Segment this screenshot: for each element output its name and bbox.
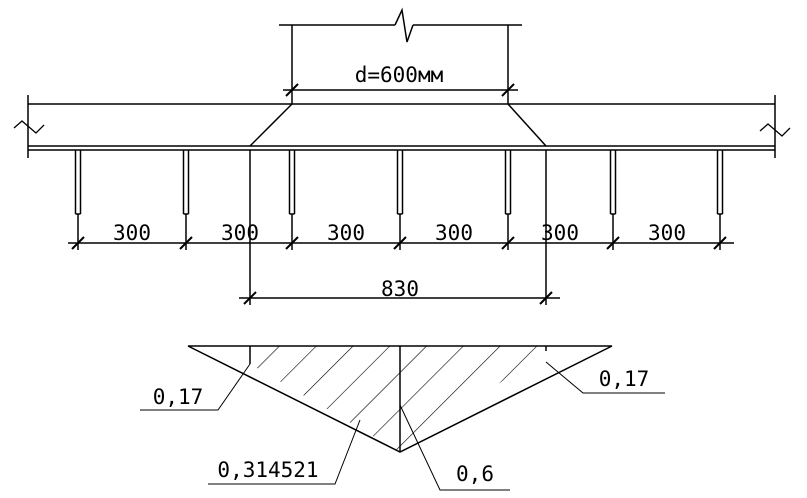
shear-bar bbox=[504, 150, 512, 215]
dimension-tick bbox=[71, 236, 85, 250]
stress-diagram bbox=[187, 345, 613, 453]
dimension-tick bbox=[179, 236, 193, 250]
spacing-label: 300 bbox=[327, 221, 365, 245]
spacing-dimensions: 300 300 300 300 300 300 bbox=[68, 150, 734, 305]
value-mid-label: 0,314521 bbox=[217, 458, 318, 482]
shear-bar bbox=[609, 150, 617, 215]
spacing-label: 300 bbox=[541, 221, 579, 245]
column-width-label: d=600мм bbox=[355, 63, 444, 87]
break-icon bbox=[13, 120, 45, 134]
spacing-label: 300 bbox=[648, 221, 686, 245]
diagram-hatched-region bbox=[250, 346, 546, 452]
spacing-label: 300 bbox=[221, 221, 259, 245]
dimension-tick bbox=[285, 236, 299, 250]
shear-bar bbox=[716, 150, 724, 215]
value-left-label: 0,17 bbox=[153, 385, 204, 409]
value-right-label: 0,17 bbox=[599, 367, 650, 391]
diagram-labels: 0,17 0,17 0,314521 0,6 bbox=[140, 361, 665, 491]
dimension-tick bbox=[606, 236, 620, 250]
spacing-label: 300 bbox=[113, 221, 151, 245]
punching-pyramid bbox=[249, 103, 547, 147]
shear-bar bbox=[288, 150, 296, 215]
column-width-dimension: d=600мм bbox=[283, 63, 518, 97]
shear-bar bbox=[182, 150, 190, 215]
break-icon bbox=[759, 123, 791, 137]
shear-reinforcement bbox=[74, 150, 724, 215]
dimension-tick bbox=[713, 236, 727, 250]
value-peak-label: 0,6 bbox=[456, 462, 494, 486]
punching-width-label: 830 bbox=[381, 277, 419, 301]
slab bbox=[13, 95, 791, 158]
spacing-label: 300 bbox=[435, 221, 473, 245]
dimension-tick bbox=[393, 236, 407, 250]
shear-bar bbox=[74, 150, 82, 215]
punching-width-dimension: 830 bbox=[239, 277, 560, 305]
shear-bar bbox=[396, 150, 404, 215]
dimension-tick bbox=[501, 236, 515, 250]
